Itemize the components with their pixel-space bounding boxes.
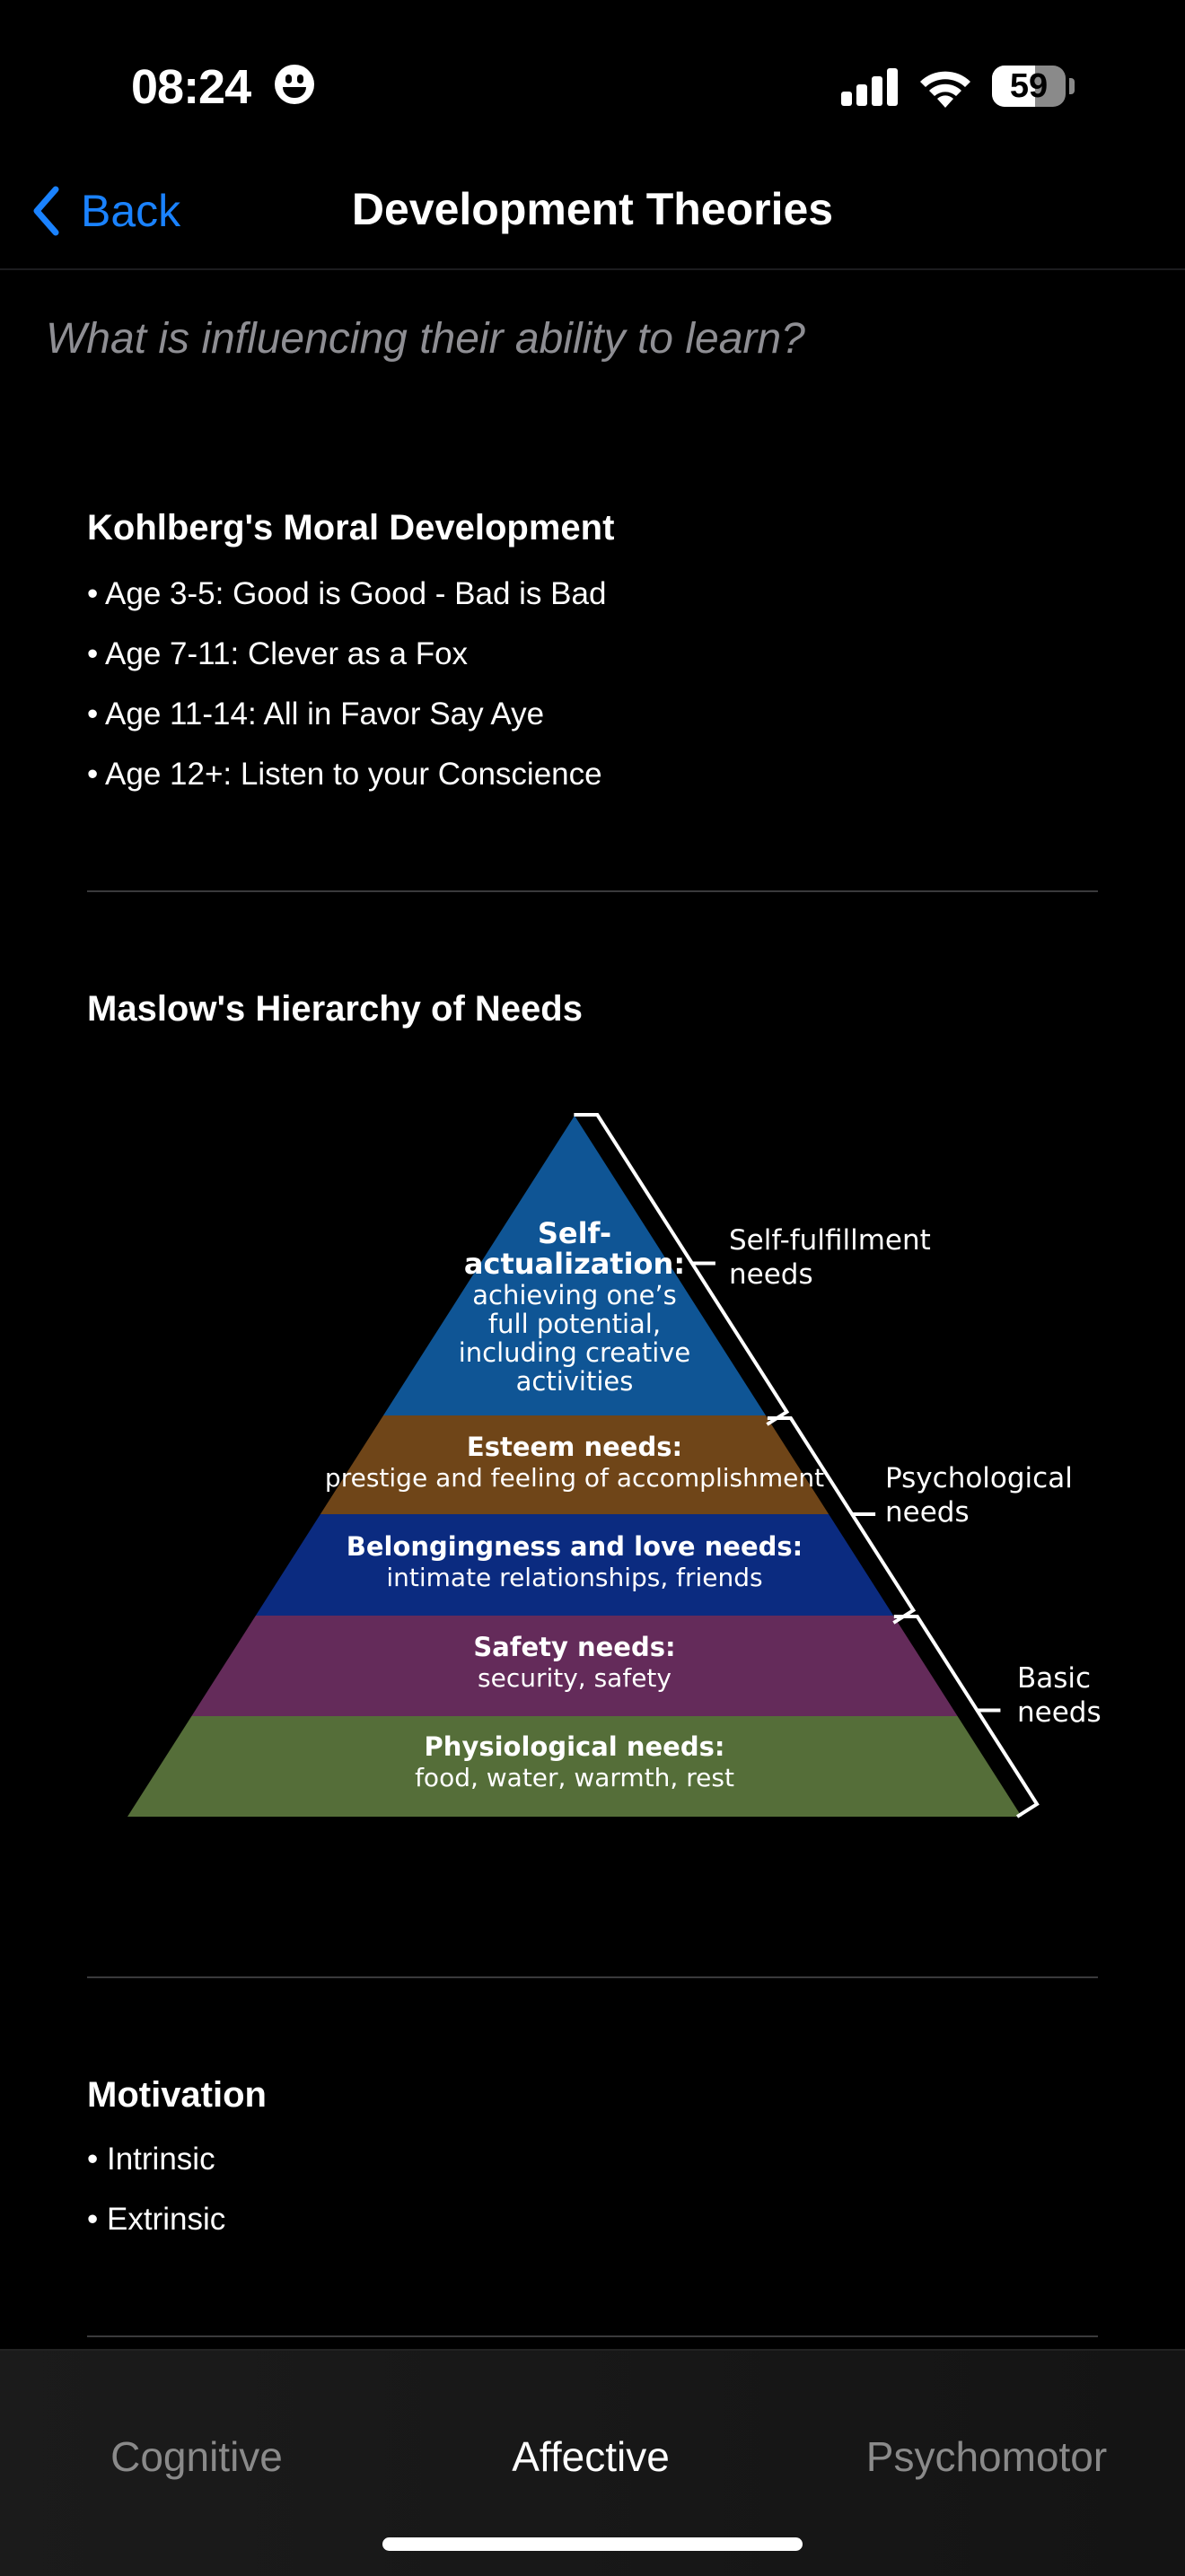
pyramid-level-title: Physiological needs: [425,1731,725,1762]
pyramid-level-title: Belongingness and love needs: [347,1531,803,1562]
pyramid-level-title: Esteem needs: [467,1432,682,1462]
chevron-left-icon [33,186,59,236]
group-label: Basic [1017,1662,1091,1695]
back-button[interactable]: Back [32,180,180,242]
group-label: Psychological [885,1462,1073,1494]
group-label: needs [729,1258,813,1291]
battery-tip [1069,78,1075,94]
section-divider [87,890,1098,892]
pyramid-level [383,1116,766,1415]
nav-divider [0,268,1185,270]
kohlberg-item: • Age 12+: Listen to your Conscience [87,757,602,792]
page-title: Development Theories [351,184,834,234]
motivation-item: • Extrinsic [87,2202,226,2237]
group-label: needs [885,1496,970,1529]
motivation-title: Motivation [87,2075,267,2115]
pyramid-level-description: intimate relationships, friends [386,1563,762,1592]
pyramid-level [191,1616,958,1716]
pyramid-level-description: full potential, [488,1309,661,1339]
cellular-signal-icon [841,68,899,106]
pyramid-level-description: achieving one’s [472,1280,677,1310]
group-label: needs [1017,1696,1102,1729]
pyramid-level-title: actualization: [464,1247,685,1281]
pyramid-level [320,1415,830,1514]
battery-icon: 59 [992,66,1066,107]
tab-psychomotor[interactable]: Psychomotor [865,2433,1108,2480]
pyramid-level-description: security, safety [478,1663,672,1693]
pyramid-level-description: activities [516,1366,634,1397]
maslow-title: Maslow's Hierarchy of Needs [87,989,583,1029]
pyramid-level-description: including creative [459,1337,691,1368]
pyramid-level-description: food, water, warmth, rest [415,1763,734,1792]
pyramid-level-title: Self- [538,1216,611,1250]
tab-cognitive[interactable]: Cognitive [110,2433,283,2480]
pyramid-level [255,1514,894,1616]
kohlberg-item: • Age 3-5: Good is Good - Bad is Bad [87,576,607,611]
back-label: Back [81,186,181,236]
pyramid-level-title: Safety needs: [473,1632,675,1662]
kohlberg-item: • Age 11-14: All in Favor Say Aye [87,697,545,732]
kohlberg-title: Kohlberg's Moral Development [87,508,615,548]
group-label: Self-fulfillment [729,1224,931,1257]
pyramid-level-description: prestige and feeling of accomplishment [325,1463,824,1493]
motivation-item: • Intrinsic [87,2142,215,2177]
smiley-icon [275,65,314,104]
pyramid-level [127,1716,1022,1817]
battery-fill [992,66,1036,107]
kohlberg-item: • Age 7-11: Clever as a Fox [87,636,469,671]
wifi-icon [920,71,970,108]
page-subtitle: What is influencing their ability to lea… [46,315,805,363]
battery-percentage: 59 [1009,67,1049,105]
section-divider [87,1976,1098,1978]
section-divider [87,2335,1098,2337]
status-time: 08:24 [131,60,251,114]
home-indicator[interactable] [382,2537,803,2551]
tab-affective[interactable]: Affective [512,2433,670,2480]
